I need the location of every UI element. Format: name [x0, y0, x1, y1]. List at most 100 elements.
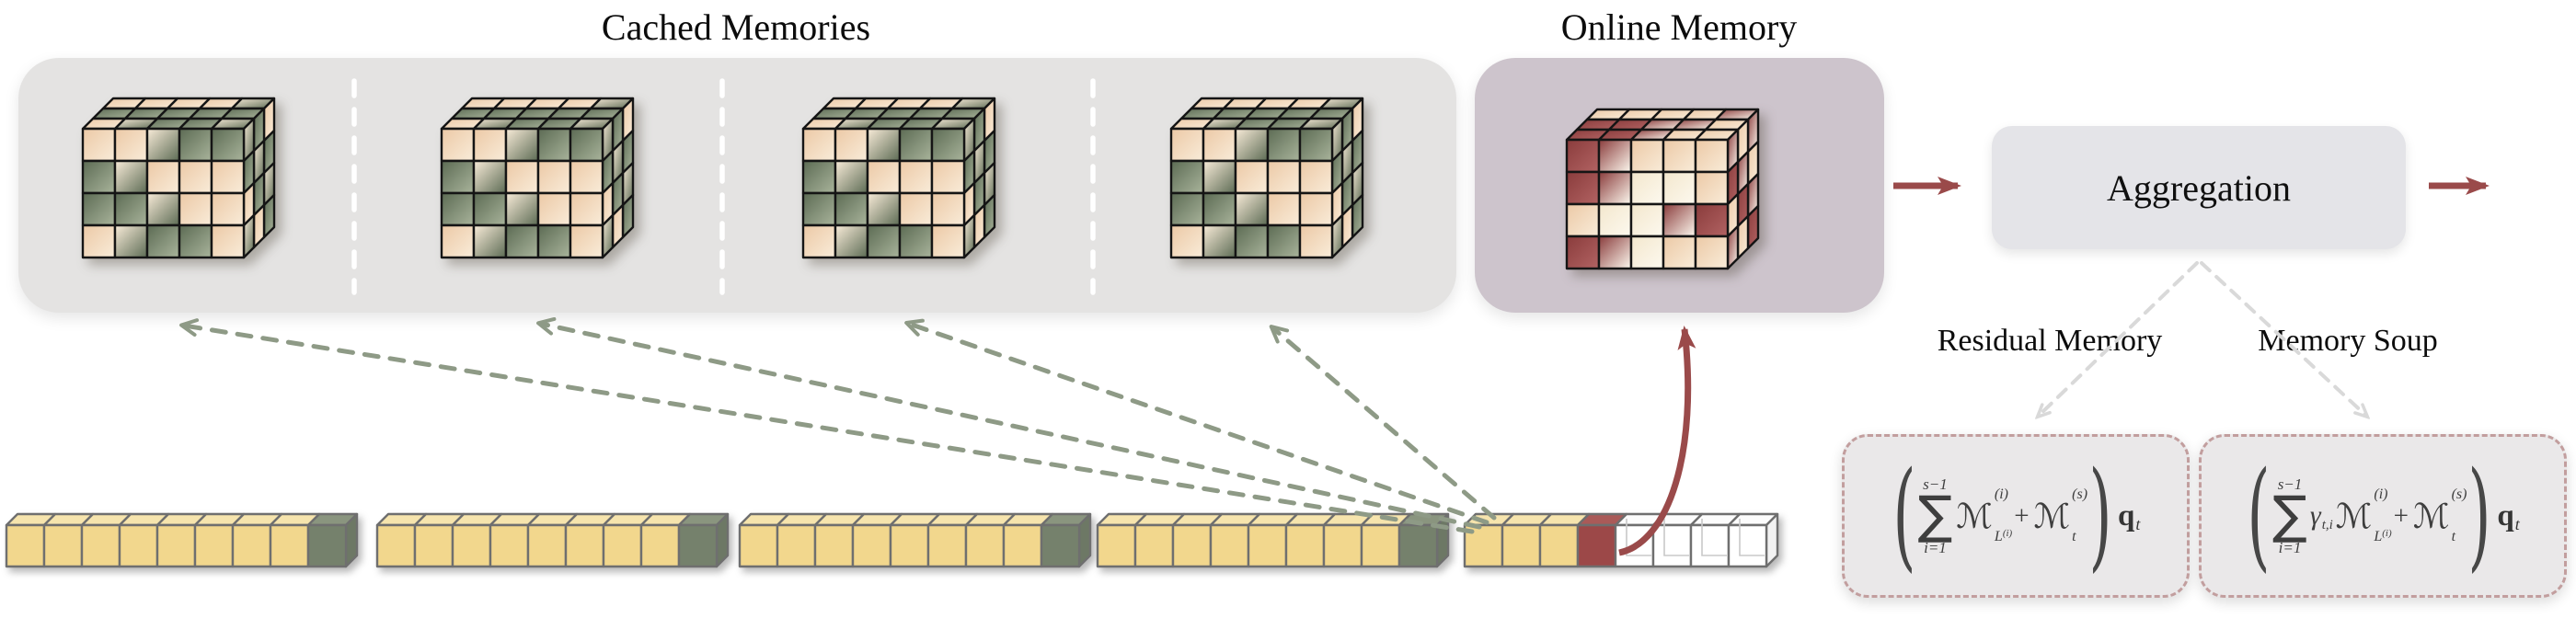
stack-front-cube — [1266, 191, 1302, 227]
stack-front-cube — [930, 127, 966, 163]
token-cube — [1284, 523, 1326, 568]
stack-front-cube — [178, 191, 213, 227]
stack-front-cube — [1565, 202, 1601, 238]
summation: s−1 ∑ i=1 — [2272, 475, 2307, 556]
stack-front-cube — [1202, 223, 1237, 259]
stack-front-cube — [1629, 138, 1665, 174]
stack-front-cube — [440, 223, 476, 259]
stack-front-cube — [210, 223, 246, 259]
token-cube — [1360, 523, 1401, 568]
memory-soup-label: Memory Soup — [2258, 324, 2438, 358]
stack-front-cube — [504, 127, 540, 163]
stack-front-cube — [1202, 159, 1237, 195]
stack-front-cube — [1629, 170, 1665, 206]
stack-front-cube — [113, 223, 149, 259]
stack-front-cube — [1169, 223, 1205, 259]
stack-front-cube — [1565, 170, 1601, 206]
stack-front-cube — [1234, 191, 1270, 227]
stack-front-cube — [1597, 235, 1633, 270]
token-cube — [1689, 523, 1731, 568]
token-cube — [639, 523, 681, 568]
stack-front-cube — [536, 223, 572, 259]
stack-front-cube — [1202, 127, 1237, 163]
stack-front-cube — [930, 191, 966, 227]
stack-front-cube — [440, 191, 476, 227]
token-cube-side — [715, 512, 730, 568]
token-cube-side — [1077, 512, 1092, 568]
token-row-4 — [1096, 512, 1450, 573]
token-cube — [155, 523, 197, 568]
token-row-2 — [375, 512, 730, 573]
stack-front-cube — [81, 127, 117, 163]
stack-front-cube — [801, 127, 837, 163]
stack-front-cube — [1266, 223, 1302, 259]
residual-memory-formula: ( s−1 ∑ i=1 ℳ (i) L(i) + ℳ (s) t — [1892, 447, 2141, 585]
token-cube — [1040, 523, 1081, 568]
stack-front-cube — [1169, 191, 1205, 227]
stack-front-cube — [801, 159, 837, 195]
stack-front-cube — [504, 159, 540, 195]
token-cube — [1209, 523, 1250, 568]
stack-front-cube — [504, 223, 540, 259]
token-cube — [193, 523, 235, 568]
token-cube-side — [344, 512, 359, 568]
stack-front-cube — [210, 191, 246, 227]
stack-front-cube — [1597, 202, 1633, 238]
stack-front-cube — [1565, 138, 1601, 174]
stack-front-cube — [866, 127, 902, 163]
stack-front-cube — [930, 223, 966, 259]
token-row-3 — [738, 512, 1092, 573]
stack-front-cube — [145, 159, 181, 195]
stack-front-cube — [113, 127, 149, 163]
token-cube-side — [1765, 512, 1779, 568]
token-row-svg — [5, 512, 359, 568]
stack-front-cube — [834, 191, 869, 227]
token-cube — [1651, 523, 1693, 568]
stack-front-cube — [1662, 170, 1697, 206]
online-memory-term: ℳ (s) t — [2033, 486, 2088, 544]
stack-front-cube — [81, 223, 117, 259]
memory-stack-svg — [1169, 97, 1364, 259]
aggregation-box: Aggregation — [1992, 126, 2406, 249]
stack-front-cube — [1629, 235, 1665, 270]
token-row-svg — [1096, 512, 1450, 568]
stack-front-cube — [1694, 170, 1730, 206]
token-row-5 — [1463, 512, 1779, 573]
memory-stack-svg — [801, 97, 996, 259]
stack-front-cube — [536, 159, 572, 195]
token-row-svg — [1463, 512, 1779, 568]
token-cube — [42, 523, 84, 568]
token-cube — [413, 523, 454, 568]
stack-front-cube — [178, 223, 213, 259]
stack-front-cube — [1629, 202, 1665, 238]
stack-front-cube — [145, 191, 181, 227]
dashed-arrow-to-stack-4 — [1269, 325, 1497, 521]
token-row-svg — [738, 512, 1092, 568]
memory-stack-svg — [440, 97, 635, 259]
token-cube — [1322, 523, 1363, 568]
token-cube — [231, 523, 272, 568]
stack-front-cube — [178, 127, 213, 163]
stack-front-cube — [1597, 170, 1633, 206]
stack-front-cube — [113, 191, 149, 227]
stack-front-cube — [898, 223, 934, 259]
stack-front-cube — [866, 191, 902, 227]
token-cube — [1171, 523, 1213, 568]
token-cube — [776, 523, 817, 568]
stack-front-cube — [81, 159, 117, 195]
stack-front-cube — [569, 127, 604, 163]
token-cube — [375, 523, 417, 568]
token-cube — [269, 523, 310, 568]
stack-front-cube — [440, 127, 476, 163]
stack-front-cube — [536, 191, 572, 227]
stack-front-cube — [1662, 202, 1697, 238]
token-cube — [602, 523, 643, 568]
stack-front-cube — [834, 223, 869, 259]
stack-front-cube — [1234, 223, 1270, 259]
stack-front-cube — [569, 191, 604, 227]
stack-front-cube — [1169, 159, 1205, 195]
token-cube — [526, 523, 568, 568]
